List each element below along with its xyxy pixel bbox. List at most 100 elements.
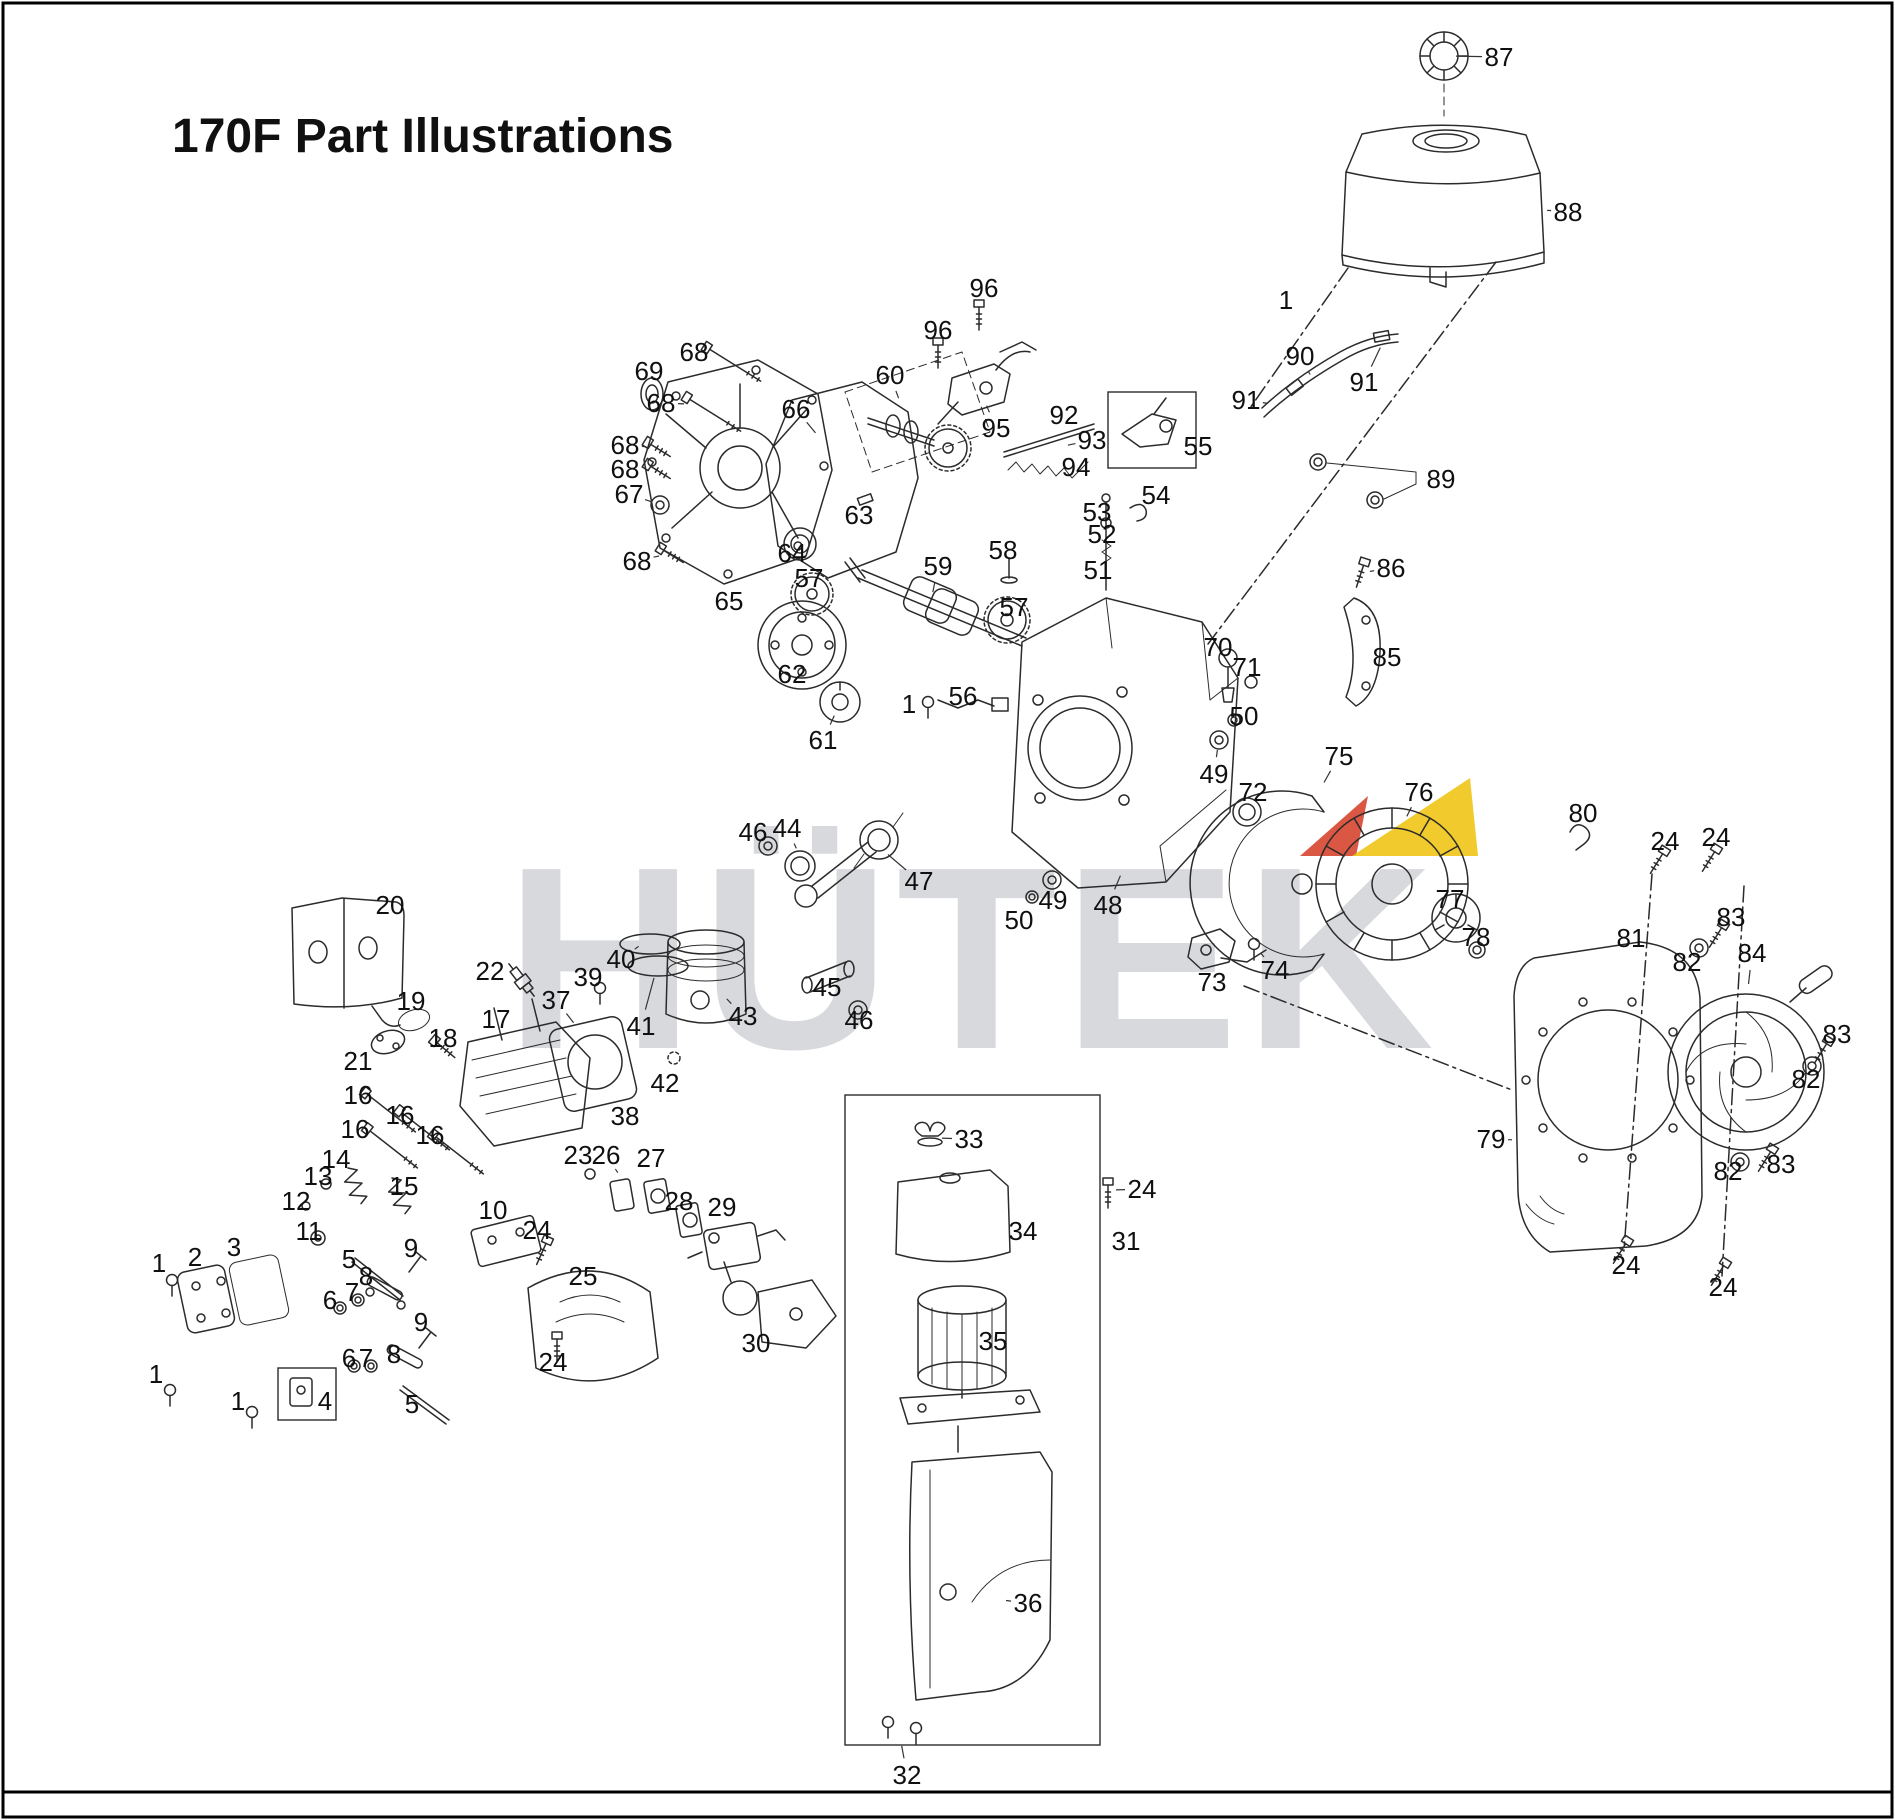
head-gasket-drawing <box>548 1015 638 1113</box>
part-callout-68: 68 <box>680 337 709 367</box>
muffler-drawing <box>291 897 405 1027</box>
callout-leader-61 <box>829 715 835 725</box>
control-lever-drawing <box>1121 397 1177 448</box>
part-callout-50: 50 <box>1230 701 1259 731</box>
part-callout-7: 7 <box>359 1343 373 1373</box>
callout-leader-75 <box>1323 770 1332 783</box>
watermark-red-accent <box>1300 796 1368 856</box>
part-callout-36: 36 <box>1014 1588 1043 1618</box>
breather-plate-box <box>277 1367 337 1421</box>
part-callout-24: 24 <box>1128 1174 1157 1204</box>
part-callout-8: 8 <box>387 1339 401 1369</box>
exhaust-flange-drawing <box>370 1008 459 1063</box>
part-callout-5: 5 <box>405 1389 419 1419</box>
part-callout-7: 7 <box>345 1277 359 1307</box>
part-callout-20: 20 <box>376 890 405 920</box>
part-callout-66: 66 <box>782 394 811 424</box>
callout-leader-74 <box>1260 952 1265 958</box>
part-callout-2: 2 <box>188 1242 202 1272</box>
page-title: 170F Part Illustrations <box>172 110 674 163</box>
piston-drawing <box>665 929 747 1024</box>
parts-artwork <box>163 31 1836 1745</box>
part-callout-60: 60 <box>876 360 905 390</box>
main-bearing-drawing <box>783 527 817 561</box>
part-callout-15: 15 <box>390 1171 419 1201</box>
governor-arm-drawing <box>932 299 1037 425</box>
callout-leader-90 <box>1307 370 1311 375</box>
part-callout-85: 85 <box>1373 642 1402 672</box>
part-callout-24: 24 <box>1709 1272 1738 1302</box>
part-callout-33: 33 <box>955 1124 984 1154</box>
part-callout-25: 25 <box>569 1261 598 1291</box>
air-cleaner-box <box>844 1094 1101 1746</box>
watermark-yellow-accent <box>1352 778 1478 856</box>
timing-gear-a-drawing <box>790 572 834 616</box>
part-callout-44: 44 <box>773 813 802 843</box>
starter-pulley-drawing <box>757 600 847 690</box>
part-callout-24: 24 <box>523 1215 552 1245</box>
callout-leader-66 <box>806 421 816 434</box>
rocker-arms-drawing <box>365 1251 437 1369</box>
part-callout-56: 56 <box>949 681 978 711</box>
dowel-pin-drawing <box>856 493 874 506</box>
assembly-axis-lines <box>1207 261 1745 1277</box>
cover-bolts-drawing <box>640 340 765 568</box>
part-callout-51: 51 <box>1084 555 1113 585</box>
part-callout-65: 65 <box>715 586 744 616</box>
part-callout-96: 96 <box>924 315 953 345</box>
part-callout-3: 3 <box>227 1232 241 1262</box>
part-callout-50: 50 <box>1005 905 1034 935</box>
part-callout-14: 14 <box>322 1144 351 1174</box>
part-callout-24: 24 <box>1651 826 1680 856</box>
tank-grommets-drawing <box>1309 453 1417 509</box>
callout-leader-84 <box>1747 969 1751 985</box>
part-callout-82: 82 <box>1792 1064 1821 1094</box>
part-callout-39: 39 <box>574 962 603 992</box>
part-callout-71: 71 <box>1233 652 1262 682</box>
intake-gaskets-drawing <box>584 1168 703 1238</box>
callout-leader-68 <box>653 555 660 558</box>
callout-leader-41 <box>644 977 655 1010</box>
valve-cover-drawing <box>163 1254 290 1429</box>
breather-valve-drawing <box>289 1377 313 1407</box>
part-callout-53: 53 <box>1083 497 1112 527</box>
part-callout-16: 16 <box>341 1114 370 1144</box>
part-callout-64: 64 <box>778 538 807 568</box>
part-callout-79: 79 <box>1477 1124 1506 1154</box>
part-callout-34: 34 <box>1009 1216 1038 1246</box>
part-callout-40: 40 <box>607 944 636 974</box>
choke-rod-drawing <box>1100 493 1148 591</box>
part-callout-21: 21 <box>344 1046 373 1076</box>
part-callout-35: 35 <box>979 1326 1008 1356</box>
tappet-drawing <box>1000 557 1018 584</box>
part-callout-19: 19 <box>397 986 426 1016</box>
part-callout-24: 24 <box>539 1347 568 1377</box>
callout-leader-40 <box>634 945 640 950</box>
piston-pin-drawing <box>758 836 868 1020</box>
part-callout-26: 26 <box>592 1140 621 1170</box>
callout-leader-43 <box>726 998 732 1005</box>
exhaust-guide-drawing <box>757 1279 837 1349</box>
part-callout-46: 46 <box>845 1005 874 1035</box>
part-callout-6: 6 <box>323 1285 337 1315</box>
spark-plug-drawing <box>508 963 535 997</box>
part-callout-68: 68 <box>611 454 640 484</box>
part-callout-42: 42 <box>651 1068 680 1098</box>
callout-leader-32 <box>901 1745 905 1759</box>
part-callout-55: 55 <box>1184 431 1213 461</box>
part-callout-11: 11 <box>296 1216 323 1246</box>
part-callout-13: 13 <box>304 1161 333 1191</box>
callout-leader-91 <box>1262 402 1269 404</box>
part-callout-92: 92 <box>1050 400 1079 430</box>
part-callout-54: 54 <box>1142 480 1171 510</box>
callout-leader-36 <box>1005 1599 1012 1602</box>
part-callout-23: 23 <box>564 1140 593 1170</box>
cover-gasket-drawing <box>765 381 919 579</box>
callout-leader-67 <box>644 499 652 503</box>
part-callout-16: 16 <box>344 1080 373 1110</box>
part-callout-57: 57 <box>1000 592 1029 622</box>
